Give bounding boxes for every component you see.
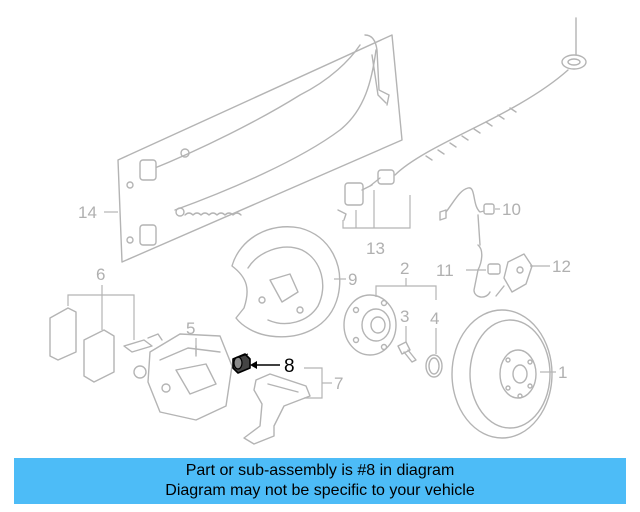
banner-line-1: Part or sub-assembly is #8 in diagram xyxy=(185,462,455,479)
leader-2 xyxy=(375,285,437,300)
callout-4: 4 xyxy=(430,309,439,328)
part-9-backing-plate xyxy=(231,226,341,338)
callout-1: 1 xyxy=(558,363,567,382)
leader-13 xyxy=(342,195,411,229)
leader-6 xyxy=(67,294,135,340)
part-2-wheel-hub xyxy=(343,294,397,356)
callout-11: 11 xyxy=(436,261,454,280)
callout-8: 8 xyxy=(284,356,295,377)
callout-9: 9 xyxy=(348,270,357,289)
callout-13: 13 xyxy=(366,239,385,258)
callout-6: 6 xyxy=(96,265,105,284)
callout-2: 2 xyxy=(400,259,409,278)
part-11-abs-sensor xyxy=(473,244,501,298)
part-5-caliper xyxy=(133,333,233,421)
callout-10: 10 xyxy=(502,200,521,219)
part-8-bushing[interactable] xyxy=(232,353,251,374)
info-banner: Part or sub-assembly is #8 in diagram Di… xyxy=(14,458,626,504)
callout-14: 14 xyxy=(78,203,97,222)
part-12-sensor xyxy=(495,253,533,297)
banner-line-2: Diagram may not be specific to your vehi… xyxy=(165,482,475,499)
part-14-wire-harness xyxy=(117,34,403,263)
part-7-caliper-bracket xyxy=(243,373,311,445)
callout-12: 12 xyxy=(552,257,571,276)
part-6-brake-pads xyxy=(49,307,163,383)
callout-7: 7 xyxy=(334,374,343,393)
part-10-speed-sensor xyxy=(439,187,495,246)
part-3-bolt xyxy=(397,341,417,363)
parts-diagram: 14 13 10 11 12 xyxy=(49,17,587,445)
leader-8-arrowhead xyxy=(250,361,257,369)
part-1-brake-rotor xyxy=(451,309,553,439)
part-4-snap-ring xyxy=(425,354,443,378)
callout-5: 5 xyxy=(186,319,195,338)
callout-3: 3 xyxy=(400,307,409,326)
part-13-sensor-cable xyxy=(337,17,587,221)
